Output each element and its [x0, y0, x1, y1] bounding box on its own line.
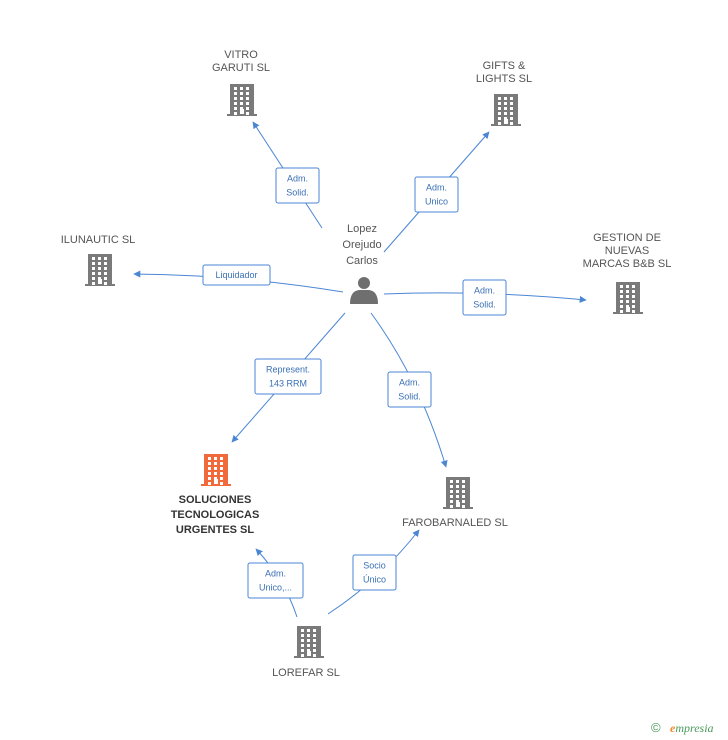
- edge-label-text: Solid.: [398, 392, 421, 402]
- copyright-symbol: ©: [651, 720, 661, 735]
- edge-label-box[interactable]: [462, 279, 507, 316]
- building-icon: [294, 626, 324, 658]
- company-name-line: TECNOLOGICAS: [171, 509, 260, 521]
- edge-label-text: Solid.: [286, 188, 309, 198]
- node-soluciones[interactable]: SOLUCIONES TECNOLOGICAS URGENTES SL: [171, 454, 260, 536]
- building-icon: [201, 454, 231, 486]
- edge-label-text: Adm.: [426, 183, 447, 193]
- person-name-line: Carlos: [346, 255, 378, 267]
- company-name-line: SOLUCIONES: [179, 494, 252, 506]
- node-lorefar[interactable]: LOREFAR SL: [272, 626, 340, 679]
- building-icon: [443, 477, 473, 509]
- logo-letter: e: [670, 721, 676, 735]
- company-name-line: MARCAS B&B SL: [583, 258, 672, 270]
- company-name-line: FAROBARNALED SL: [402, 517, 508, 529]
- edge-label-box[interactable]: [387, 371, 432, 408]
- edge-label-text: 143 RRM: [269, 379, 307, 389]
- building-icon: [227, 84, 257, 116]
- company-name-line: URGENTES SL: [176, 524, 255, 536]
- company-name-line: VITRO: [224, 49, 258, 61]
- edge-label-box[interactable]: [414, 176, 459, 213]
- company-name-line: ILUNAUTIC SL: [61, 234, 136, 246]
- company-name-line: GESTION DE: [593, 232, 661, 244]
- building-icon: [85, 254, 115, 286]
- company-name-line: GIFTS &: [483, 60, 526, 72]
- node-ilunautic[interactable]: ILUNAUTIC SL: [61, 234, 136, 286]
- company-name-line: LIGHTS SL: [476, 73, 532, 85]
- edge-person-soluciones[interactable]: Represent. 143 RRM: [231, 312, 346, 443]
- node-farobarnaled[interactable]: FAROBARNALED SL: [402, 477, 508, 529]
- company-name-line: LOREFAR SL: [272, 667, 340, 679]
- edge-label-text: Liquidador: [215, 270, 257, 280]
- edge-person-gifts[interactable]: Adm. Unico: [383, 131, 490, 253]
- company-name-line: GARUTI SL: [212, 62, 270, 74]
- building-icon: [491, 94, 521, 126]
- edge-label-text: Unico: [425, 197, 448, 207]
- edge-label-box[interactable]: [202, 264, 271, 286]
- node-gifts[interactable]: GIFTS &LIGHTS SL: [476, 60, 532, 126]
- edges-layer: Adm.Solid.Adm.UnicoLiquidadorAdm.Solid.R…: [133, 121, 587, 618]
- empresia-logo[interactable]: empresia: [670, 721, 714, 736]
- edge-person-ilunautic[interactable]: Liquidador: [133, 264, 344, 293]
- edge-label-text: Unico,...: [259, 583, 292, 593]
- edge-label-text: Adm.: [265, 569, 286, 579]
- edge-label-text: Socio: [363, 561, 386, 571]
- edge-label-text: Único: [363, 575, 386, 585]
- edge-label-text: Adm.: [399, 378, 420, 388]
- edge-person-vitro[interactable]: Adm. Solid.: [252, 121, 323, 229]
- company-name-line: NUEVAS: [605, 245, 649, 257]
- edge-label-box[interactable]: [275, 167, 320, 204]
- edge-label-text: Represent.: [266, 365, 310, 375]
- edge-label-text: Adm.: [287, 174, 308, 184]
- person-name-line: Orejudo: [342, 239, 381, 251]
- edge-label-box[interactable]: [247, 562, 304, 599]
- edge-person-gestion[interactable]: Adm. Solid.: [383, 279, 587, 316]
- logo-text: mpresia: [675, 721, 714, 735]
- edge-label-text: Adm.: [474, 286, 495, 296]
- edge-label-box[interactable]: [352, 554, 397, 591]
- edge-label-text: Solid.: [473, 300, 496, 310]
- person-name-line: Lopez: [347, 223, 377, 235]
- edge-label-box[interactable]: [254, 358, 322, 395]
- building-icon: [613, 282, 643, 314]
- person-icon: [350, 277, 378, 304]
- edge-lorefar-soluciones[interactable]: Adm. Unico,...: [247, 548, 304, 618]
- edge-person-farobarnaled[interactable]: Adm. Solid.: [370, 312, 448, 468]
